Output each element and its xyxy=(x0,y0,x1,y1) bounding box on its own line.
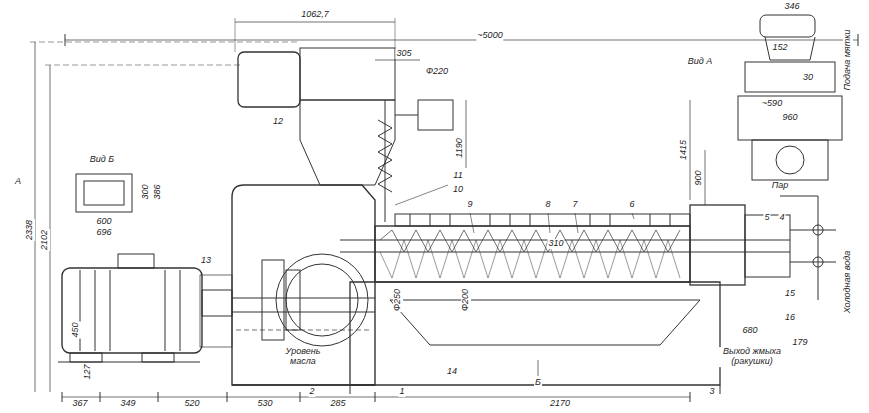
drawing-label: 5 xyxy=(763,213,770,223)
drawing-label: ~590 xyxy=(761,99,783,109)
drawing-label: 11 xyxy=(452,171,463,181)
drawing-label: 367 xyxy=(71,399,88,409)
drawing-label: 6 xyxy=(628,200,635,210)
drawing-label: 13 xyxy=(200,256,212,266)
drawing-label: 152 xyxy=(771,43,788,53)
drawing-label: Уровень масла xyxy=(279,347,327,367)
drawing-label: 520 xyxy=(183,399,200,409)
drawing-label: 386 xyxy=(153,183,163,200)
drawing-label: 8 xyxy=(544,200,551,210)
drawing-label: Вид А xyxy=(687,57,714,67)
drawing-label: 600 xyxy=(95,217,112,227)
drawing-label: 10 xyxy=(452,185,464,195)
drawing-label: 530 xyxy=(256,399,273,409)
drawing-label: 4 xyxy=(778,213,785,223)
drawing-label: Вид Б xyxy=(89,155,115,165)
drawing-label: 450 xyxy=(71,321,81,338)
drawing-label: Выход жмыха (ракушки) xyxy=(716,347,788,367)
drawing-label: 900 xyxy=(694,169,704,186)
drawing-label: 2102 xyxy=(40,229,50,251)
drawing-label: 300 xyxy=(141,183,151,200)
drawing-label: 15 xyxy=(784,289,796,299)
drawing-label: 696 xyxy=(95,228,112,238)
drawing-label: ~5000 xyxy=(476,31,503,41)
drawing-label: 305 xyxy=(395,49,412,59)
drawing-label: 1062,7 xyxy=(300,10,330,20)
drawing-label: A xyxy=(14,177,22,187)
drawing-label: 179 xyxy=(791,338,808,348)
drawing-label: 2170 xyxy=(549,399,571,409)
drawing-label: 9 xyxy=(466,200,473,210)
drawing-label: 1190 xyxy=(455,137,465,158)
drawing-label: 2 xyxy=(308,387,315,397)
drawing-label: 127 xyxy=(83,363,93,380)
drawing-label: 310 xyxy=(547,239,564,249)
drawing-label: 680 xyxy=(741,326,758,336)
drawing-label: 14 xyxy=(446,367,458,377)
drawing-label: Холодная вода xyxy=(843,250,853,314)
drawing-label: Ф220 xyxy=(425,67,449,77)
drawing-label: 1 xyxy=(398,387,405,397)
drawing-label: 16 xyxy=(784,313,796,323)
drawing-label: Подача мятки xyxy=(843,29,853,92)
drawing-label: 1415 xyxy=(679,139,689,161)
drawing-label: 960 xyxy=(781,113,798,123)
drawing-label: Ф200 xyxy=(461,288,471,312)
drawing-label: Пар xyxy=(771,181,790,191)
drawing-label: Б xyxy=(534,378,542,388)
drawing-label: 346 xyxy=(783,2,800,12)
drawing-label: 7 xyxy=(571,200,578,210)
drawing-label: 30 xyxy=(802,73,814,83)
drawing-label: 285 xyxy=(329,399,346,409)
drawing-label: 2338 xyxy=(25,219,35,241)
drawing-label: 349 xyxy=(119,399,136,409)
drawing-label: 12 xyxy=(272,117,284,127)
drawing-label: Ф250 xyxy=(393,288,403,312)
drawing-label: 3 xyxy=(708,387,715,397)
